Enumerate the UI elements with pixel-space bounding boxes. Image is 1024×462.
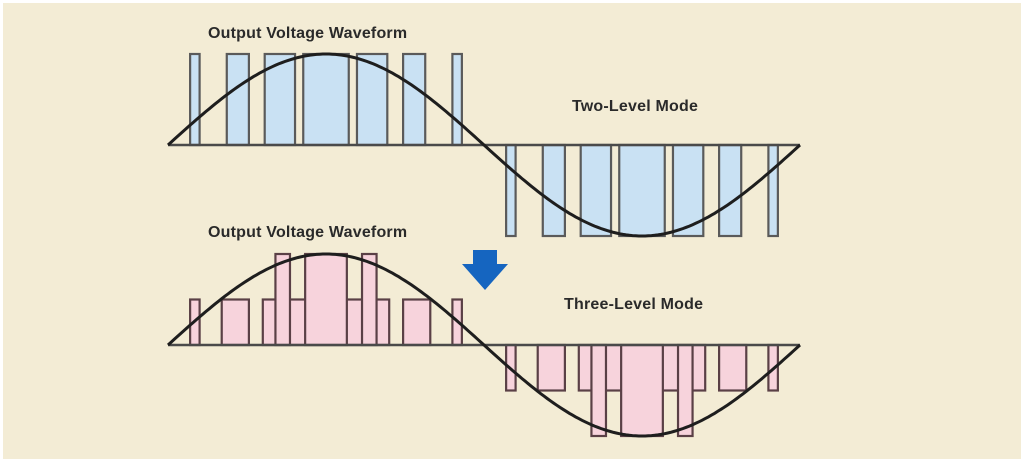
waveform-diagram [166, 52, 802, 438]
three-level-mode-label: Three-Level Mode [564, 296, 704, 313]
negative-pulse [718, 343, 748, 392]
down-arrow-icon [462, 250, 508, 290]
sine-wave [166, 252, 802, 438]
positive-pulse [360, 252, 378, 347]
negative-pulse [541, 143, 566, 238]
negative-pulse [718, 143, 743, 238]
negative-pulse [505, 143, 517, 238]
negative-pulse [590, 343, 608, 438]
three-level-title: Output Voltage Waveform [208, 224, 408, 241]
negative-pulse [536, 343, 566, 392]
three-level-waveform [166, 252, 802, 438]
negative-pulse [618, 143, 666, 238]
negative-pulse [767, 143, 779, 238]
positive-pulse [451, 52, 463, 147]
positive-pulse [189, 52, 201, 147]
positive-pulse [302, 52, 350, 147]
positive-pulse [304, 252, 348, 347]
diagram-canvas: Output Voltage Waveform Two-Level Mode O… [3, 3, 1021, 459]
down-arrow-icon [462, 250, 508, 290]
sine-wave [166, 52, 802, 238]
positive-pulse [402, 298, 432, 347]
positive-pulse [220, 298, 250, 347]
negative-pulse [676, 343, 694, 438]
two-level-title: Output Voltage Waveform [208, 25, 408, 42]
two-level-mode-label: Two-Level Mode [572, 98, 699, 115]
positive-pulse [274, 252, 292, 347]
two-level-waveform [166, 52, 802, 238]
positive-pulse [225, 52, 250, 147]
positive-pulse [402, 52, 427, 147]
negative-pulse [620, 343, 664, 438]
